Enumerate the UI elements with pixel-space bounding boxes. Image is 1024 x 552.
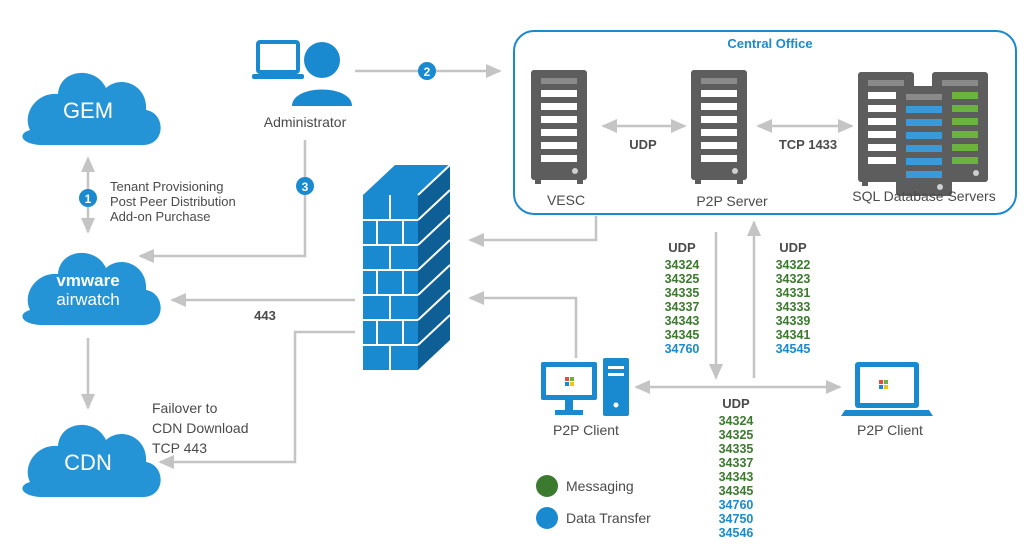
provisioning-line-2: Post Peer Distribution — [110, 194, 236, 209]
cdn-cloud: CDN — [22, 424, 161, 497]
udp-left-port: 34337 — [665, 300, 700, 314]
legend-data-transfer-label: Data Transfer — [566, 510, 651, 526]
vesc-p2p-udp-label: UDP — [629, 137, 657, 152]
udp-bottom-port: 34760 — [719, 498, 754, 512]
udp-bottom-port: 34324 — [719, 414, 754, 428]
udp-right-port: 34322 — [776, 258, 811, 272]
sql-database-servers-icon — [858, 72, 988, 196]
udp-left-port: 34760 — [665, 342, 700, 356]
failover-line-1: Failover to — [152, 400, 218, 416]
step-1-badge — [79, 189, 97, 207]
administrator-icon — [252, 40, 352, 106]
airwatch-logo-text: airwatch — [56, 290, 119, 309]
legend-data-transfer-dot — [536, 507, 558, 529]
failover-cdn-link — [158, 330, 355, 469]
airwatch-cloud: vmware airwatch — [22, 252, 161, 325]
udp-left-title: UDP — [668, 240, 696, 255]
udp-right-port: 34323 — [776, 272, 811, 286]
udp-ports-right: UDP 34322 34323 34331 34333 34339 34341 … — [776, 240, 811, 356]
udp-right-port: 34341 — [776, 328, 811, 342]
p2p-client-desktop-icon — [541, 358, 629, 416]
udp-bottom-port: 34750 — [719, 512, 754, 526]
central-office-title: Central Office — [727, 36, 812, 51]
udp-left-port: 34345 — [665, 328, 700, 342]
udp-bottom-title: UDP — [722, 396, 750, 411]
gem-label: GEM — [63, 98, 113, 123]
vmware-logo-text: vmware — [56, 271, 119, 290]
step-1-number: 1 — [85, 192, 92, 206]
p2p-client-right-label: P2P Client — [857, 422, 923, 438]
legend-messaging-label: Messaging — [566, 478, 634, 494]
p2p-client-laptop-icon — [841, 362, 933, 416]
udp-right-title: UDP — [779, 240, 807, 255]
udp-bottom-port: 34325 — [719, 428, 754, 442]
vesc-firewall-link — [468, 216, 598, 247]
p2p-client-left-label: P2P Client — [553, 422, 619, 438]
udp-left-port: 34335 — [665, 286, 700, 300]
udp-right-port: 34331 — [776, 286, 811, 300]
client-firewall-link — [468, 291, 578, 358]
cdn-label: CDN — [64, 450, 112, 475]
failover-line-2: CDN Download — [152, 420, 248, 436]
legend-messaging-dot — [536, 475, 558, 497]
udp-bottom-port: 34546 — [719, 526, 754, 540]
provisioning-line-1: Tenant Provisioning — [110, 179, 223, 194]
step-2-number: 2 — [424, 65, 431, 79]
step-3-badge — [296, 177, 314, 195]
vesc-server-icon — [531, 70, 587, 184]
p2p-sql-tcp-label: TCP 1433 — [779, 137, 837, 152]
udp-left-port: 34325 — [665, 272, 700, 286]
udp-right-port: 34333 — [776, 300, 811, 314]
gem-cloud: GEM — [22, 72, 161, 145]
udp-bottom-port: 34345 — [719, 484, 754, 498]
provisioning-line-3: Add-on Purchase — [110, 209, 210, 224]
udp-right-port: 34339 — [776, 314, 811, 328]
udp-ports-left: UDP 34324 34325 34335 34337 34343 34345 … — [665, 240, 700, 356]
p2p-server-icon — [691, 70, 747, 184]
udp-bottom-port: 34335 — [719, 442, 754, 456]
step-2-badge — [418, 62, 436, 80]
step-3-number: 3 — [302, 180, 309, 194]
port-443-label: 443 — [254, 308, 276, 323]
udp-ports-bottom: UDP 34324 34325 34335 34337 34343 34345 … — [719, 396, 754, 540]
administrator-label: Administrator — [264, 114, 347, 130]
udp-left-port: 34324 — [665, 258, 700, 272]
sql-servers-label: SQL Database Servers — [852, 188, 995, 204]
vesc-label: VESC — [547, 192, 585, 208]
firewall-icon — [363, 164, 451, 370]
udp-left-port: 34343 — [665, 314, 700, 328]
legend: Messaging Data Transfer — [536, 475, 651, 529]
p2p-server-label: P2P Server — [696, 193, 768, 209]
udp-bottom-port: 34343 — [719, 470, 754, 484]
udp-right-port: 34545 — [776, 342, 811, 356]
udp-bottom-port: 34337 — [719, 456, 754, 470]
failover-line-3: TCP 443 — [152, 440, 207, 456]
